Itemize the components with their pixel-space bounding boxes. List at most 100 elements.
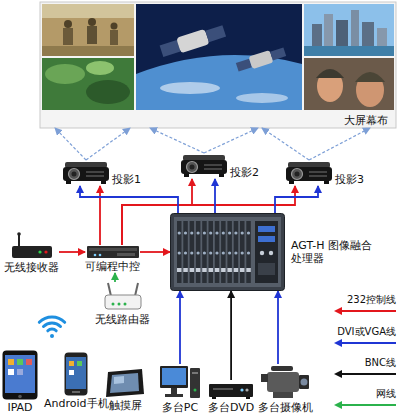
projector-icon-part-part	[204, 164, 222, 166]
screen-art-part	[136, 55, 302, 110]
tablet-device-icon	[2, 350, 38, 400]
wifi-symbol-part	[39, 317, 64, 322]
camera-source-icon	[261, 364, 311, 400]
tablet-device-icon-part-part	[5, 355, 35, 393]
fusion-processor-icon-part-part	[203, 251, 206, 254]
projector-icon	[62, 160, 110, 186]
fusion-processor-icon-part-part	[228, 251, 231, 254]
fusion-processor-icon	[170, 213, 285, 291]
pc-source-icon	[160, 364, 200, 400]
node-label: 投影3	[335, 173, 364, 186]
fusion-processor-icon-part-part	[221, 268, 226, 272]
legend-samples-part	[334, 339, 342, 347]
tablet-device-icon-part-part	[26, 359, 32, 365]
fusion-processor-icon-part-part	[190, 221, 195, 283]
fusion-processor-icon-part-part	[255, 221, 278, 283]
legend-samples-part	[340, 373, 396, 375]
projector-icon-part-part	[181, 160, 227, 174]
wireless-receiver-icon-part-part	[44, 250, 47, 253]
fusion-processor-icon-part-part	[234, 268, 239, 272]
screen-art-part	[42, 4, 134, 18]
connector-line	[59, 251, 85, 253]
connector-line	[262, 128, 309, 160]
phone-device-icon-part	[64, 352, 88, 396]
central-controller-icon	[87, 245, 139, 259]
wireless-receiver-icon-part-part	[18, 233, 20, 247]
node-label: IPAD	[7, 401, 32, 414]
wireless-router-icon-part-part	[135, 283, 138, 296]
node-label: 多台PC	[162, 401, 198, 414]
fusion-processor-icon-part-part	[227, 268, 232, 272]
fusion-processor-icon-part-part	[258, 236, 275, 242]
wireless-router-icon-part-part	[105, 295, 141, 309]
dvd-source-icon-part-part	[246, 397, 250, 399]
projector-icon-part-part	[309, 175, 327, 177]
projector-icon-part-part	[190, 165, 195, 170]
signal-connector	[55, 128, 130, 160]
projector: 投影2	[180, 153, 259, 179]
signal-connector	[59, 252, 85, 253]
connector-line	[179, 291, 181, 364]
signal-connector	[180, 291, 181, 364]
node-label: 无线路由器	[95, 313, 150, 326]
wifi-symbol-part	[50, 334, 54, 338]
wifi-symbol-part	[44, 323, 61, 327]
screen-art-part	[64, 20, 72, 28]
fusion-processor-icon-part-part	[246, 221, 251, 283]
phone-device-icon-part-part	[69, 370, 74, 375]
fusion-processor-icon-part-part	[260, 251, 264, 255]
fusion-processor-icon-part-part	[196, 268, 201, 272]
wireless-router-icon-part	[103, 282, 143, 312]
touch-screen-icon-part	[104, 368, 146, 398]
fusion-processor-icon-part-part	[258, 226, 275, 232]
projector-icon-part-part	[324, 181, 329, 184]
node-label: AGT-H 图像融合处理器	[291, 239, 375, 265]
pc-source-icon-part-part	[162, 368, 186, 385]
fusion-processor-icon-part-part	[221, 221, 226, 283]
fusion-processor-icon-part-part	[184, 231, 187, 234]
fusion-processor-icon-part-part	[190, 268, 195, 272]
projector-icon-part-part	[72, 172, 77, 177]
dvd-source-icon-part	[209, 380, 253, 400]
projector: 投影1	[62, 160, 141, 186]
projector-icon	[285, 160, 333, 186]
pc-source-icon-part-part	[171, 388, 177, 394]
connector-line	[214, 179, 216, 213]
fusion-processor-icon-part-part	[209, 268, 214, 272]
projector: 投影3	[285, 160, 364, 186]
legend-samples-part	[334, 307, 342, 315]
camera-source-icon-part-part	[267, 372, 299, 392]
touch-screen-icon	[104, 368, 146, 398]
phone-device-icon	[64, 352, 88, 396]
fusion-processor-icon-part-part	[203, 231, 206, 234]
signal-connector	[115, 273, 116, 282]
wireless-router-icon-part-part	[123, 303, 126, 306]
legend-samples-part	[340, 342, 396, 344]
camera-source-icon-part-part	[261, 374, 268, 382]
connector-line	[55, 128, 86, 160]
connector-line	[309, 128, 370, 160]
fusion-processor-icon-part-part	[196, 221, 201, 283]
fusion-processor-icon-part-part	[183, 221, 188, 283]
node-label: 无线接收器	[4, 261, 59, 274]
signal-connector	[80, 186, 178, 213]
screen-art-part	[63, 28, 73, 45]
node-label: 多台摄像机	[258, 401, 313, 414]
camera-source-icon-part-part	[273, 392, 293, 398]
screen-art-part	[356, 73, 384, 107]
touch-screen-icon-part-part	[106, 369, 144, 397]
fusion-processor-icon-part-part	[178, 251, 181, 254]
tablet-device-icon-part-part	[17, 359, 23, 365]
fusion-processor-icon-part-part	[209, 231, 212, 234]
screen-art-part	[377, 28, 387, 48]
wireless-router-icon-part-part	[108, 283, 111, 296]
phone-device-icon-part-part	[69, 361, 74, 366]
screen-art-part	[316, 69, 344, 78]
central-controller-icon-part-part	[117, 253, 135, 256]
fusion-processor-icon-part-part	[197, 251, 200, 254]
connector-line	[230, 291, 232, 380]
projector-icon-part-part	[219, 174, 224, 177]
fusion-processor-icon-part-part	[227, 221, 232, 283]
projector-icon-part-part	[69, 169, 80, 180]
